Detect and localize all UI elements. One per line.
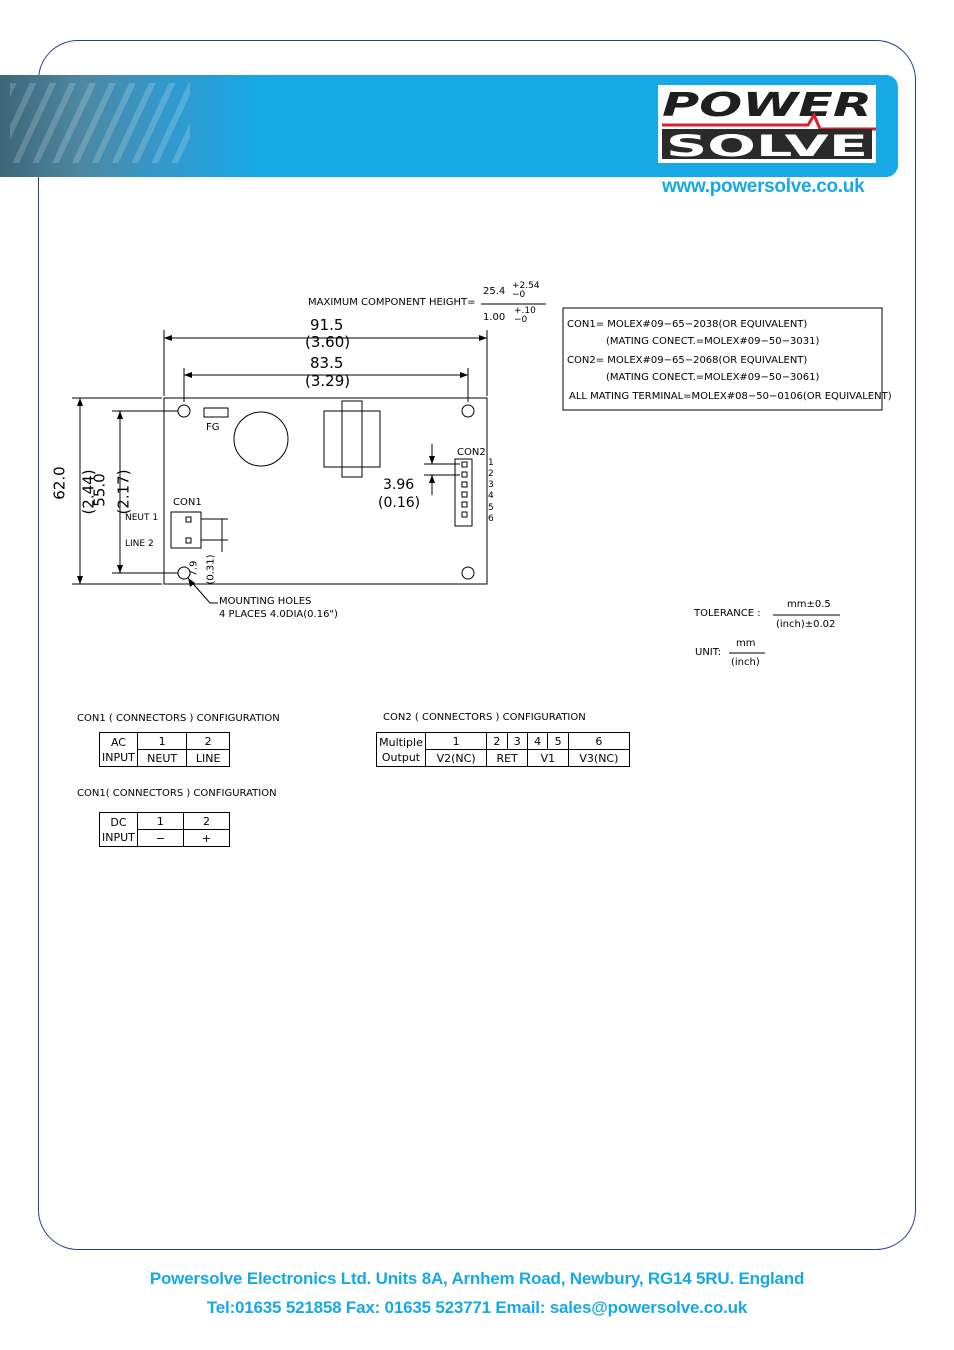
note-terminal: ALL MATING TERMINAL=MOLEX#08−50−0106(OR … <box>569 391 892 402</box>
con2-outline <box>454 458 473 527</box>
max-height-mm: 25.4 <box>483 286 506 297</box>
con1-label: CON1 <box>173 497 202 508</box>
con2-pin-label: 3 <box>488 480 494 490</box>
table-cell: 2 <box>182 812 231 830</box>
con1-ac-title: CON1 ( CONNECTORS ) CONFIGURATION <box>77 713 280 724</box>
fg-pad <box>203 407 229 418</box>
mounting-holes-spec: 4 PLACES 4.0DIA(0.16") <box>219 609 338 620</box>
transformer-outline <box>323 410 381 468</box>
table-cell: 2 <box>186 732 230 750</box>
powersolve-logo: POWER SOLVE <box>658 85 876 163</box>
height-inner-in: (2.17) <box>114 469 133 515</box>
capacitor-outline <box>233 411 289 467</box>
con2-pin-label: 5 <box>488 503 494 513</box>
con2-title: CON2 ( CONNECTORS ) CONFIGURATION <box>383 712 586 723</box>
con2-pin-label: 6 <box>488 514 494 524</box>
tolerance-label: TOLERANCE : <box>694 608 761 619</box>
con1-ac-row-header: AC INPUT <box>99 732 138 767</box>
con1-ac-table: AC INPUT 1 2 NEUT LINE <box>99 732 230 767</box>
offset-in: (0.31) <box>205 554 217 585</box>
width-outer-in: (3.60) <box>305 333 351 351</box>
con1-outline <box>170 511 202 549</box>
page-frame <box>38 40 916 1250</box>
con2-pin-label: 4 <box>488 491 494 501</box>
table-cell: 1 <box>136 812 184 830</box>
offset-mm: 7.9 <box>188 560 200 577</box>
con1-dc-title: CON1( CONNECTORS ) CONFIGURATION <box>77 788 277 799</box>
con2-row-header: Multiple Output <box>376 732 426 767</box>
notes-box <box>562 307 883 411</box>
table-cell: V2(NC) <box>424 749 488 767</box>
height-outer-mm: 62.0 <box>50 466 69 500</box>
footer-contact: Tel:01635 521858 Fax: 01635 523771 Email… <box>206 1298 748 1317</box>
note-con1: CON1= MOLEX#09−65−2038(OR EQUIVALENT) <box>567 319 808 330</box>
mounting-hole <box>461 566 475 580</box>
table-cell: NEUT <box>136 749 188 767</box>
footer-address: Powersolve Electronics Ltd. Units 8A, Ar… <box>149 1269 805 1288</box>
mounting-hole <box>177 404 191 418</box>
con2-label: CON2 <box>457 447 486 458</box>
width-inner-mm: 83.5 <box>310 354 344 372</box>
max-height-label: MAXIMUM COMPONENT HEIGHT= <box>308 297 476 308</box>
con1-dc-table: DC INPUT 1 2 − + <box>99 812 231 847</box>
circuit-board-photo <box>0 75 260 177</box>
note-con1-mating: (MATING CONECT.=MOLEX#09−50−3031) <box>606 336 820 347</box>
con1-dc-row-header: DC INPUT <box>99 812 138 847</box>
table-cell: RET <box>486 749 528 767</box>
unit-label: UNIT: <box>695 647 722 658</box>
fg-label: FG <box>206 422 220 433</box>
max-height-mm-tol-minus: −0 <box>512 290 526 300</box>
max-height-in-tol-minus: −0 <box>514 315 528 325</box>
table-cell: 2 <box>486 732 508 750</box>
width-outer-mm: 91.5 <box>310 316 344 334</box>
pitch-in: (0.16) <box>378 495 421 511</box>
unit-inch: (inch) <box>731 657 760 668</box>
note-con2: CON2= MOLEX#09−65−2068(OR EQUIVALENT) <box>567 355 808 366</box>
table-cell: 6 <box>567 732 631 750</box>
con2-table: Multiple Output 1 2 3 4 5 6 V2(NC) RET V… <box>376 732 631 767</box>
table-cell: 5 <box>547 732 569 750</box>
table-cell: 1 <box>424 732 488 750</box>
max-height-in-tol-plus: +.10 <box>514 306 536 316</box>
note-con2-mating: (MATING CONECT.=MOLEX#09−50−3061) <box>606 372 820 383</box>
height-inner-mm: 55.0 <box>90 473 109 507</box>
mounting-hole <box>461 404 475 418</box>
table-cell: + <box>182 829 231 847</box>
line-label: LINE 2 <box>125 539 154 549</box>
unit-mm: mm <box>736 638 756 649</box>
tolerance-inch: (inch)±0.02 <box>776 619 836 630</box>
pitch-mm: 3.96 <box>383 477 415 493</box>
tolerance-mm: mm±0.5 <box>787 599 831 610</box>
table-cell: 1 <box>136 732 188 750</box>
con2-pin-label: 1 <box>488 458 494 468</box>
table-cell: V3(NC) <box>567 749 631 767</box>
max-height-in: 1.00 <box>483 312 506 323</box>
logo-top-text: POWER <box>662 85 872 124</box>
max-height-mm-tol-plus: +2.54 <box>512 281 540 291</box>
pcb-outline <box>163 397 488 585</box>
width-inner-in: (3.29) <box>305 372 351 390</box>
table-cell: − <box>136 829 184 847</box>
logo-bottom-text: SOLVE <box>666 129 868 163</box>
table-cell: V1 <box>526 749 569 767</box>
table-cell: 4 <box>526 732 549 750</box>
website-link[interactable]: www.powersolve.co.uk <box>662 176 865 197</box>
neut-label: NEUT 1 <box>125 513 159 523</box>
mounting-holes-label: MOUNTING HOLES <box>219 596 312 607</box>
table-cell: 3 <box>506 732 528 750</box>
table-cell: LINE <box>186 749 230 767</box>
con2-pin-label: 2 <box>488 469 494 479</box>
